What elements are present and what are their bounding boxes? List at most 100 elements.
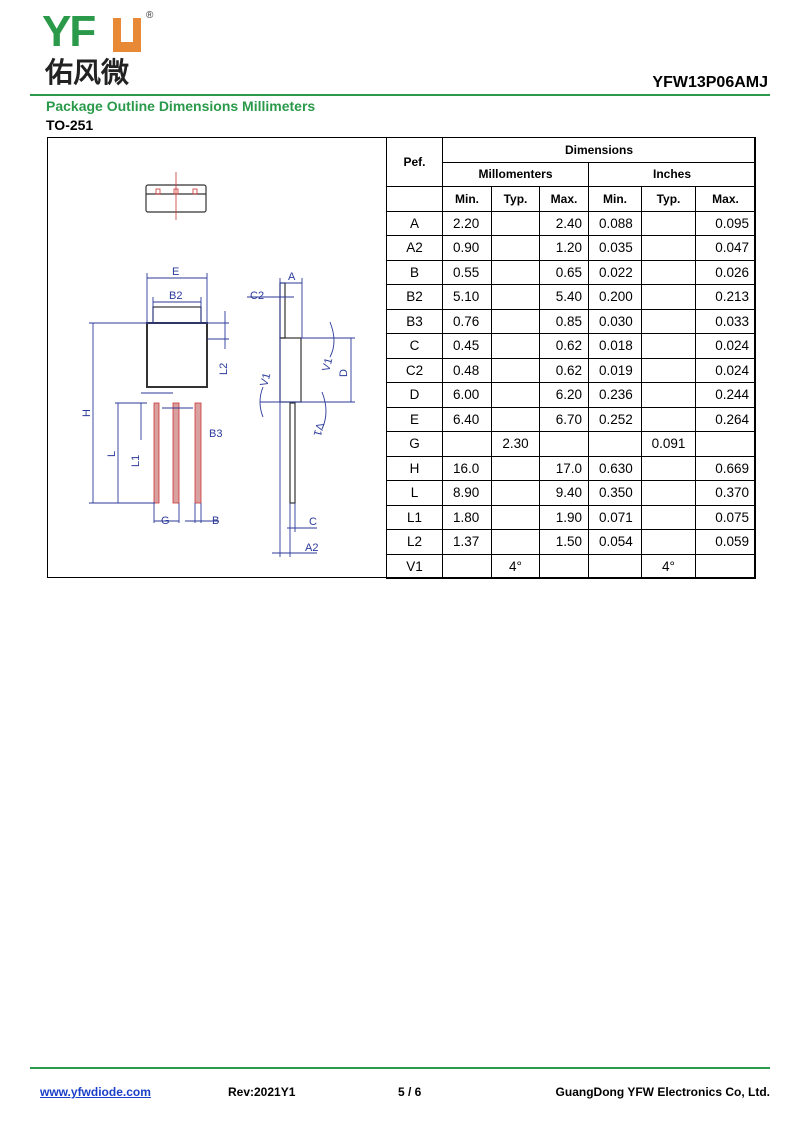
revision: Rev:2021Y1 bbox=[228, 1085, 296, 1099]
value-cell bbox=[491, 357, 540, 383]
value-cell: 0.62 bbox=[539, 333, 589, 359]
page-number: 5 / 6 bbox=[398, 1085, 422, 1099]
ref-cell: L bbox=[386, 480, 443, 506]
tab-side bbox=[279, 282, 286, 339]
value-cell: 0.059 bbox=[695, 529, 756, 555]
ref-cell: L1 bbox=[386, 504, 443, 530]
header-divider bbox=[30, 94, 770, 96]
value-cell: 16.0 bbox=[442, 455, 492, 481]
logo-chinese: 佑风微 bbox=[45, 56, 130, 89]
label-g: G bbox=[161, 515, 170, 527]
value-cell: 1.20 bbox=[539, 235, 589, 261]
value-cell: 1.37 bbox=[442, 529, 492, 555]
value-cell: 0.90 bbox=[442, 235, 492, 261]
value-cell bbox=[695, 431, 756, 457]
header-dimensions: Dimensions bbox=[442, 137, 756, 163]
logo-u-mark bbox=[113, 18, 141, 52]
value-cell bbox=[491, 406, 540, 432]
value-cell: 2.20 bbox=[442, 210, 492, 236]
label-l1: L1 bbox=[130, 455, 142, 467]
value-cell: 0.054 bbox=[588, 529, 642, 555]
value-cell: 0.213 bbox=[695, 284, 756, 310]
value-cell: 0.350 bbox=[588, 480, 642, 506]
value-cell bbox=[588, 431, 642, 457]
label-c: C bbox=[309, 516, 317, 528]
value-cell bbox=[491, 259, 540, 285]
value-cell: 6.70 bbox=[539, 406, 589, 432]
value-cell: 0.630 bbox=[588, 455, 642, 481]
column-header: Max. bbox=[539, 186, 589, 212]
column-header: Typ. bbox=[491, 186, 540, 212]
label-d: D bbox=[338, 369, 350, 377]
value-cell: 0.095 bbox=[695, 210, 756, 236]
package-outline-drawing: E B2 H L2 L L1 B3 G B A C2 V1 V1 V1 D C … bbox=[81, 172, 355, 557]
value-cell: 4° bbox=[641, 553, 696, 579]
value-cell bbox=[442, 431, 492, 457]
value-cell bbox=[641, 455, 696, 481]
value-cell: 0.024 bbox=[695, 333, 756, 359]
website-link[interactable]: www.yfwdiode.com bbox=[40, 1085, 151, 1099]
value-cell bbox=[539, 553, 589, 579]
value-cell: 0.244 bbox=[695, 382, 756, 408]
value-cell: 0.45 bbox=[442, 333, 492, 359]
leads bbox=[153, 172, 202, 504]
ref-cell: C2 bbox=[386, 357, 443, 383]
value-cell: 0.091 bbox=[641, 431, 696, 457]
ref-cell: V1 bbox=[386, 553, 443, 579]
column-header: Min. bbox=[442, 186, 492, 212]
value-cell bbox=[641, 382, 696, 408]
value-cell bbox=[491, 308, 540, 334]
value-cell bbox=[641, 308, 696, 334]
label-a: A bbox=[288, 271, 296, 283]
label-v1-right: V1 bbox=[320, 357, 335, 373]
value-cell bbox=[641, 406, 696, 432]
ref-cell: H bbox=[386, 455, 443, 481]
value-cell: 5.10 bbox=[442, 284, 492, 310]
company-name: GuangDong YFW Electronics Co, Ltd. bbox=[555, 1085, 770, 1099]
ref-cell: L2 bbox=[386, 529, 443, 555]
value-cell: 0.62 bbox=[539, 357, 589, 383]
value-cell: 0.030 bbox=[588, 308, 642, 334]
value-cell: 0.236 bbox=[588, 382, 642, 408]
column-header: Typ. bbox=[641, 186, 696, 212]
label-l: L bbox=[106, 451, 118, 457]
value-cell: 0.76 bbox=[442, 308, 492, 334]
lead-side bbox=[289, 402, 296, 504]
value-cell: 0.018 bbox=[588, 333, 642, 359]
header-ref: Pef. bbox=[386, 137, 443, 187]
value-cell: 0.019 bbox=[588, 357, 642, 383]
value-cell: 1.80 bbox=[442, 504, 492, 530]
dimension-lines bbox=[89, 273, 355, 557]
section-title: Package Outline Dimensions Millimeters bbox=[46, 98, 316, 114]
value-cell bbox=[641, 333, 696, 359]
header-inches: Inches bbox=[588, 161, 756, 187]
value-cell bbox=[491, 480, 540, 506]
value-cell bbox=[641, 259, 696, 285]
value-cell bbox=[641, 480, 696, 506]
value-cell: 1.90 bbox=[539, 504, 589, 530]
value-cell: 8.90 bbox=[442, 480, 492, 506]
registered-mark: ® bbox=[146, 10, 154, 21]
body-front bbox=[146, 322, 208, 388]
body-side bbox=[279, 337, 302, 403]
label-l2: L2 bbox=[218, 363, 230, 375]
value-cell bbox=[491, 235, 540, 261]
value-cell: 0.370 bbox=[695, 480, 756, 506]
value-cell bbox=[695, 553, 756, 579]
package-name: TO-251 bbox=[46, 117, 94, 133]
